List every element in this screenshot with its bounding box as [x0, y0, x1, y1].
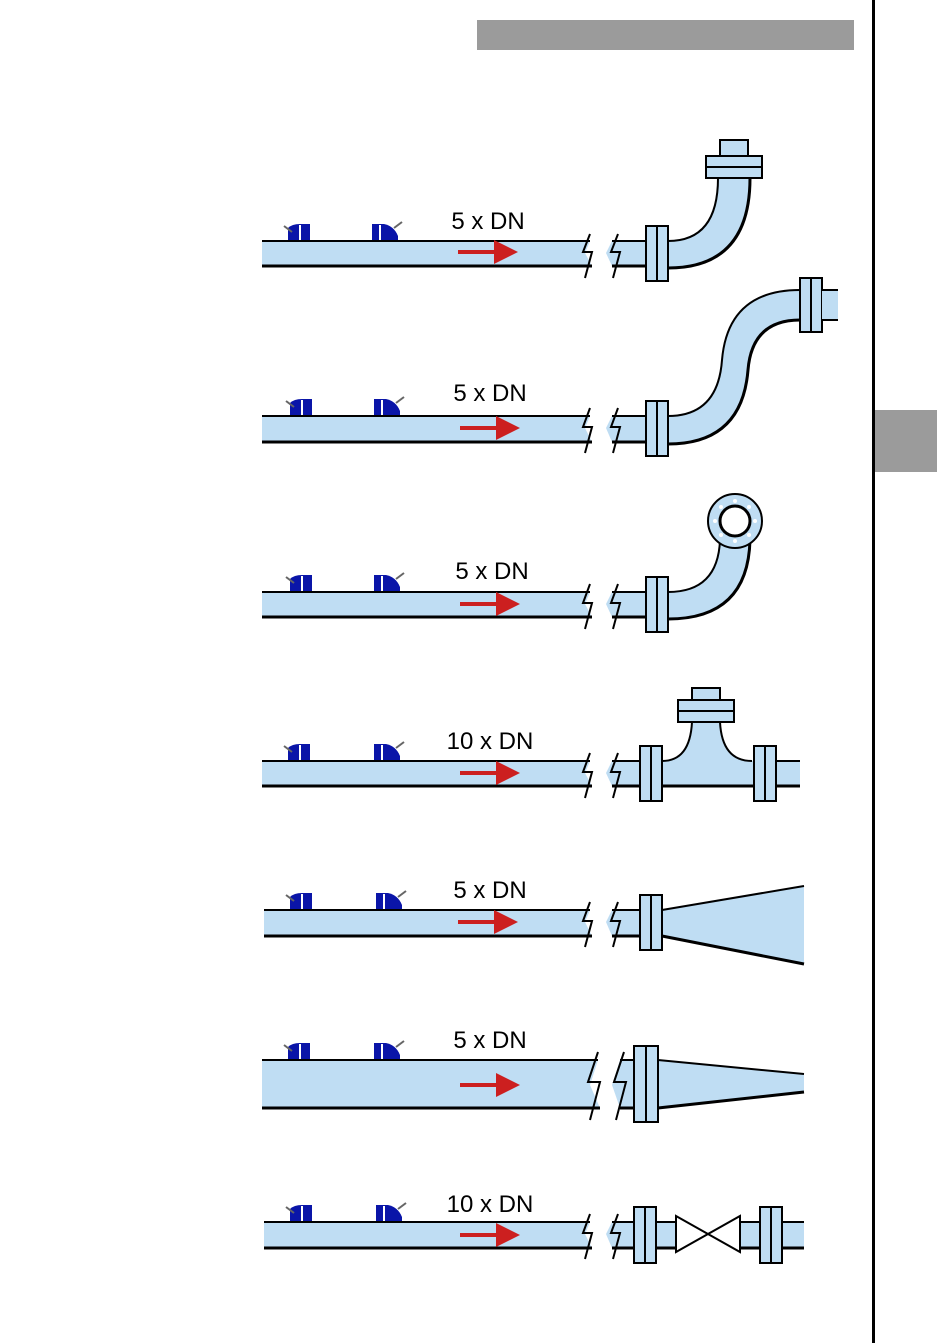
row-1-label: 5 x DN — [451, 208, 524, 235]
row-2-label: 5 x DN — [453, 380, 526, 407]
row-6-label: 5 x DN — [453, 1027, 526, 1054]
row-6-reducer: 5 x DN — [262, 1027, 804, 1122]
row-1-elbow-up: 5 x DN — [262, 140, 762, 281]
sensor-downstream — [374, 397, 404, 415]
sensor-upstream — [286, 893, 312, 909]
sensor-upstream — [284, 224, 310, 240]
row-5-expander: 5 x DN — [264, 877, 804, 964]
row-7-valve: 10 x DN — [264, 1191, 804, 1263]
row-3-elbow-out-of-plane: 5 x DN — [262, 494, 762, 632]
sensor-upstream — [286, 575, 312, 591]
sensor-upstream — [286, 399, 312, 415]
row-5-label: 5 x DN — [453, 877, 526, 904]
row-4-tee: 10 x DN — [262, 688, 800, 801]
sensor-downstream — [374, 1041, 404, 1059]
sensor-upstream — [286, 1205, 312, 1221]
sensor-downstream — [374, 573, 404, 591]
row-7-label: 10 x DN — [447, 1191, 534, 1218]
sensor-downstream — [376, 891, 406, 909]
sensor-downstream — [374, 742, 404, 760]
sensor-upstream — [284, 1043, 310, 1059]
sensor-downstream — [376, 1203, 406, 1221]
sensor-downstream — [372, 222, 402, 240]
row-4-label: 10 x DN — [447, 728, 534, 755]
row-2-s-bend: 5 x DN — [262, 278, 838, 456]
sensor-upstream — [284, 744, 310, 760]
row-3-label: 5 x DN — [455, 558, 528, 585]
